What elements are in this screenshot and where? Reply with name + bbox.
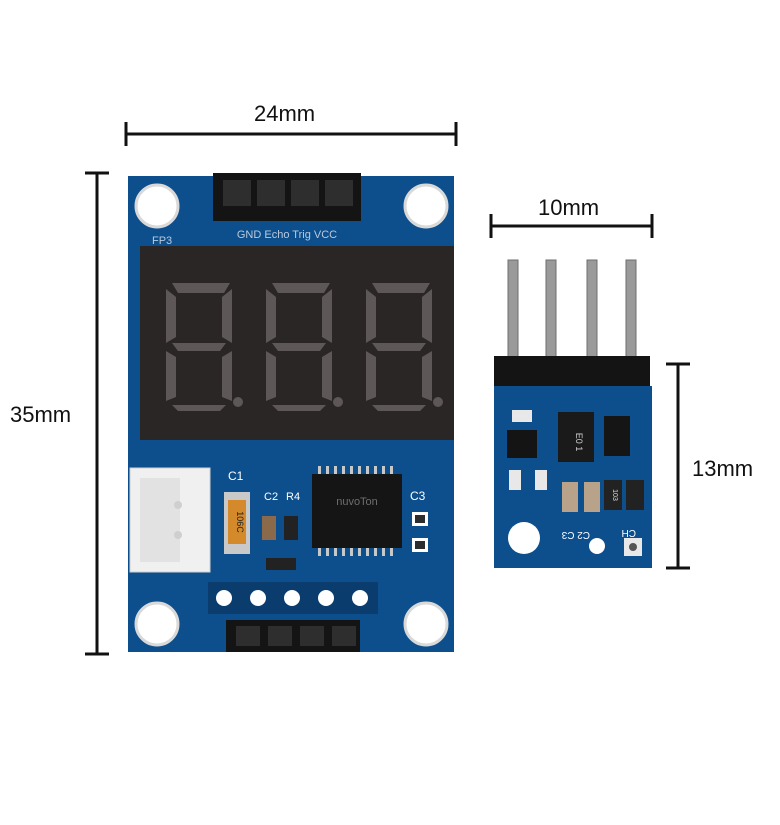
tantalum-code: 106C: [235, 511, 245, 533]
header-pin-labels: GND Echo Trig VCC: [237, 229, 337, 241]
pin-header: [494, 356, 650, 388]
dimension-lines: [85, 122, 690, 656]
smd-part: [562, 482, 578, 512]
smd-part: [266, 558, 296, 570]
width-label-large: 24mm: [254, 101, 316, 126]
resistor-code: 103: [611, 489, 618, 501]
mounting-hole: [403, 183, 449, 229]
nuvoton-chip: [312, 474, 402, 548]
mounting-hole: [508, 522, 540, 554]
smd-part: [584, 482, 600, 512]
display-digits: [166, 283, 443, 411]
header-pins: [507, 259, 637, 361]
small-pcb: E0 1 103 C2 C3 CH: [494, 259, 652, 568]
mounting-hole: [403, 601, 449, 647]
r4-label: R4: [286, 491, 300, 503]
fp3-label: FP3: [152, 235, 172, 247]
height-label-small: 13mm: [692, 456, 754, 481]
large-pcb: GND Echo Trig VCC FP3: [128, 173, 454, 652]
transistor: [507, 430, 537, 458]
width-label-small: 10mm: [538, 195, 600, 220]
mounting-hole: [134, 601, 180, 647]
smd-part: [284, 516, 298, 540]
c2c3-label: C2 C3: [561, 529, 590, 540]
resistor: [604, 480, 622, 510]
chip-brand: nuvoTon: [336, 496, 378, 508]
chip-marks: E0 1: [574, 433, 584, 452]
ch-label: CH: [622, 527, 636, 538]
c3-label: C3: [410, 489, 426, 503]
mounting-hole: [134, 183, 180, 229]
solder-pad: [589, 538, 605, 554]
resistor: [626, 480, 644, 510]
sot-chip: [604, 416, 630, 456]
c1-label: C1: [228, 469, 244, 483]
c2-label: C2: [264, 491, 278, 503]
smd-chip: [558, 412, 594, 462]
smd-part: [262, 516, 276, 540]
height-label-large: 35mm: [10, 402, 72, 427]
